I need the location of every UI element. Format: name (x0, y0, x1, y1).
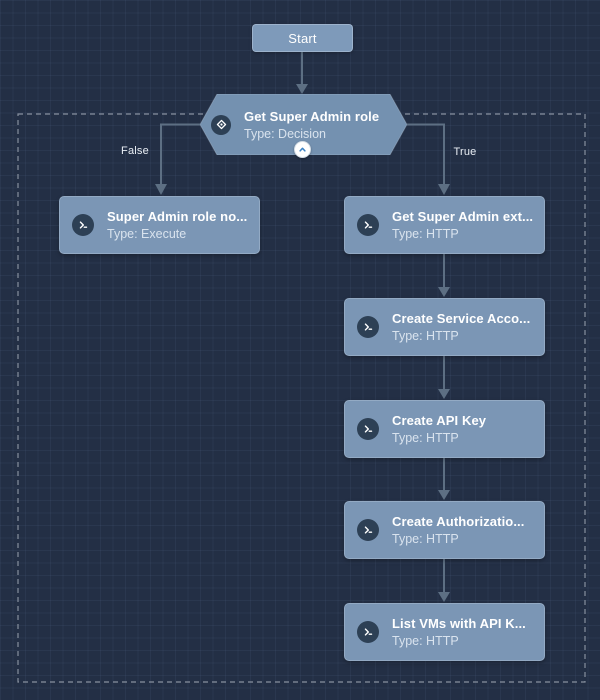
terminal-icon (357, 621, 379, 643)
connectors (160, 52, 445, 593)
node-title: Get Super Admin role (244, 108, 380, 124)
node-subtitle: Type: HTTP (392, 532, 459, 546)
node-title: Create API Key (392, 413, 487, 428)
http-node-create-service-account[interactable]: Create Service Acco... Type: HTTP (344, 298, 545, 356)
connector-false-branch (160, 123, 200, 185)
hexagon-shape (200, 94, 407, 155)
terminal-icon (72, 214, 94, 236)
node-subtitle: Type: HTTP (392, 634, 459, 648)
execute-node-super-admin-role[interactable]: Super Admin role no... Type: Execute (59, 196, 260, 254)
node-title: Create Service Acco... (392, 311, 531, 326)
http-node-get-super-admin-ext[interactable]: Get Super Admin ext... Type: HTTP (344, 196, 545, 254)
collapse-button[interactable] (294, 141, 311, 158)
arrowhead-icon (438, 389, 450, 399)
node-title: Create Authorizatio... (392, 514, 525, 529)
node-subtitle: Type: Execute (107, 227, 187, 241)
terminal-icon (357, 214, 379, 236)
diamond-icon (211, 114, 231, 135)
arrowhead-icon (438, 592, 450, 602)
arrowhead-icon (296, 84, 308, 94)
http-node-list-vms[interactable]: List VMs with API K... Type: HTTP (344, 603, 545, 661)
node-subtitle: Type: Decision (244, 126, 326, 141)
arrowhead-icon (438, 490, 450, 500)
terminal-icon (357, 519, 379, 541)
terminal-icon (357, 418, 379, 440)
branch-label-false: False (121, 145, 149, 157)
start-node[interactable]: Start (252, 24, 353, 52)
arrowhead-icon (438, 287, 450, 297)
node-title: Super Admin role no... (107, 209, 248, 224)
arrowheads (155, 84, 450, 602)
http-node-create-authorization[interactable]: Create Authorizatio... Type: HTTP (344, 501, 545, 559)
chevron-up-icon (297, 144, 308, 155)
node-title: Get Super Admin ext... (392, 209, 534, 224)
node-title: List VMs with API K... (392, 616, 526, 631)
connector-true-branch (407, 123, 445, 185)
http-node-create-api-key[interactable]: Create API Key Type: HTTP (344, 400, 545, 458)
node-subtitle: Type: HTTP (392, 329, 459, 343)
terminal-icon (357, 316, 379, 338)
node-subtitle: Type: HTTP (392, 431, 459, 445)
node-subtitle: Type: HTTP (392, 227, 459, 241)
arrowhead-icon (155, 184, 167, 195)
decision-node[interactable]: Get Super Admin role Type: Decision (200, 94, 407, 158)
branch-label-true: True (453, 146, 477, 158)
arrowhead-icon (438, 184, 450, 195)
